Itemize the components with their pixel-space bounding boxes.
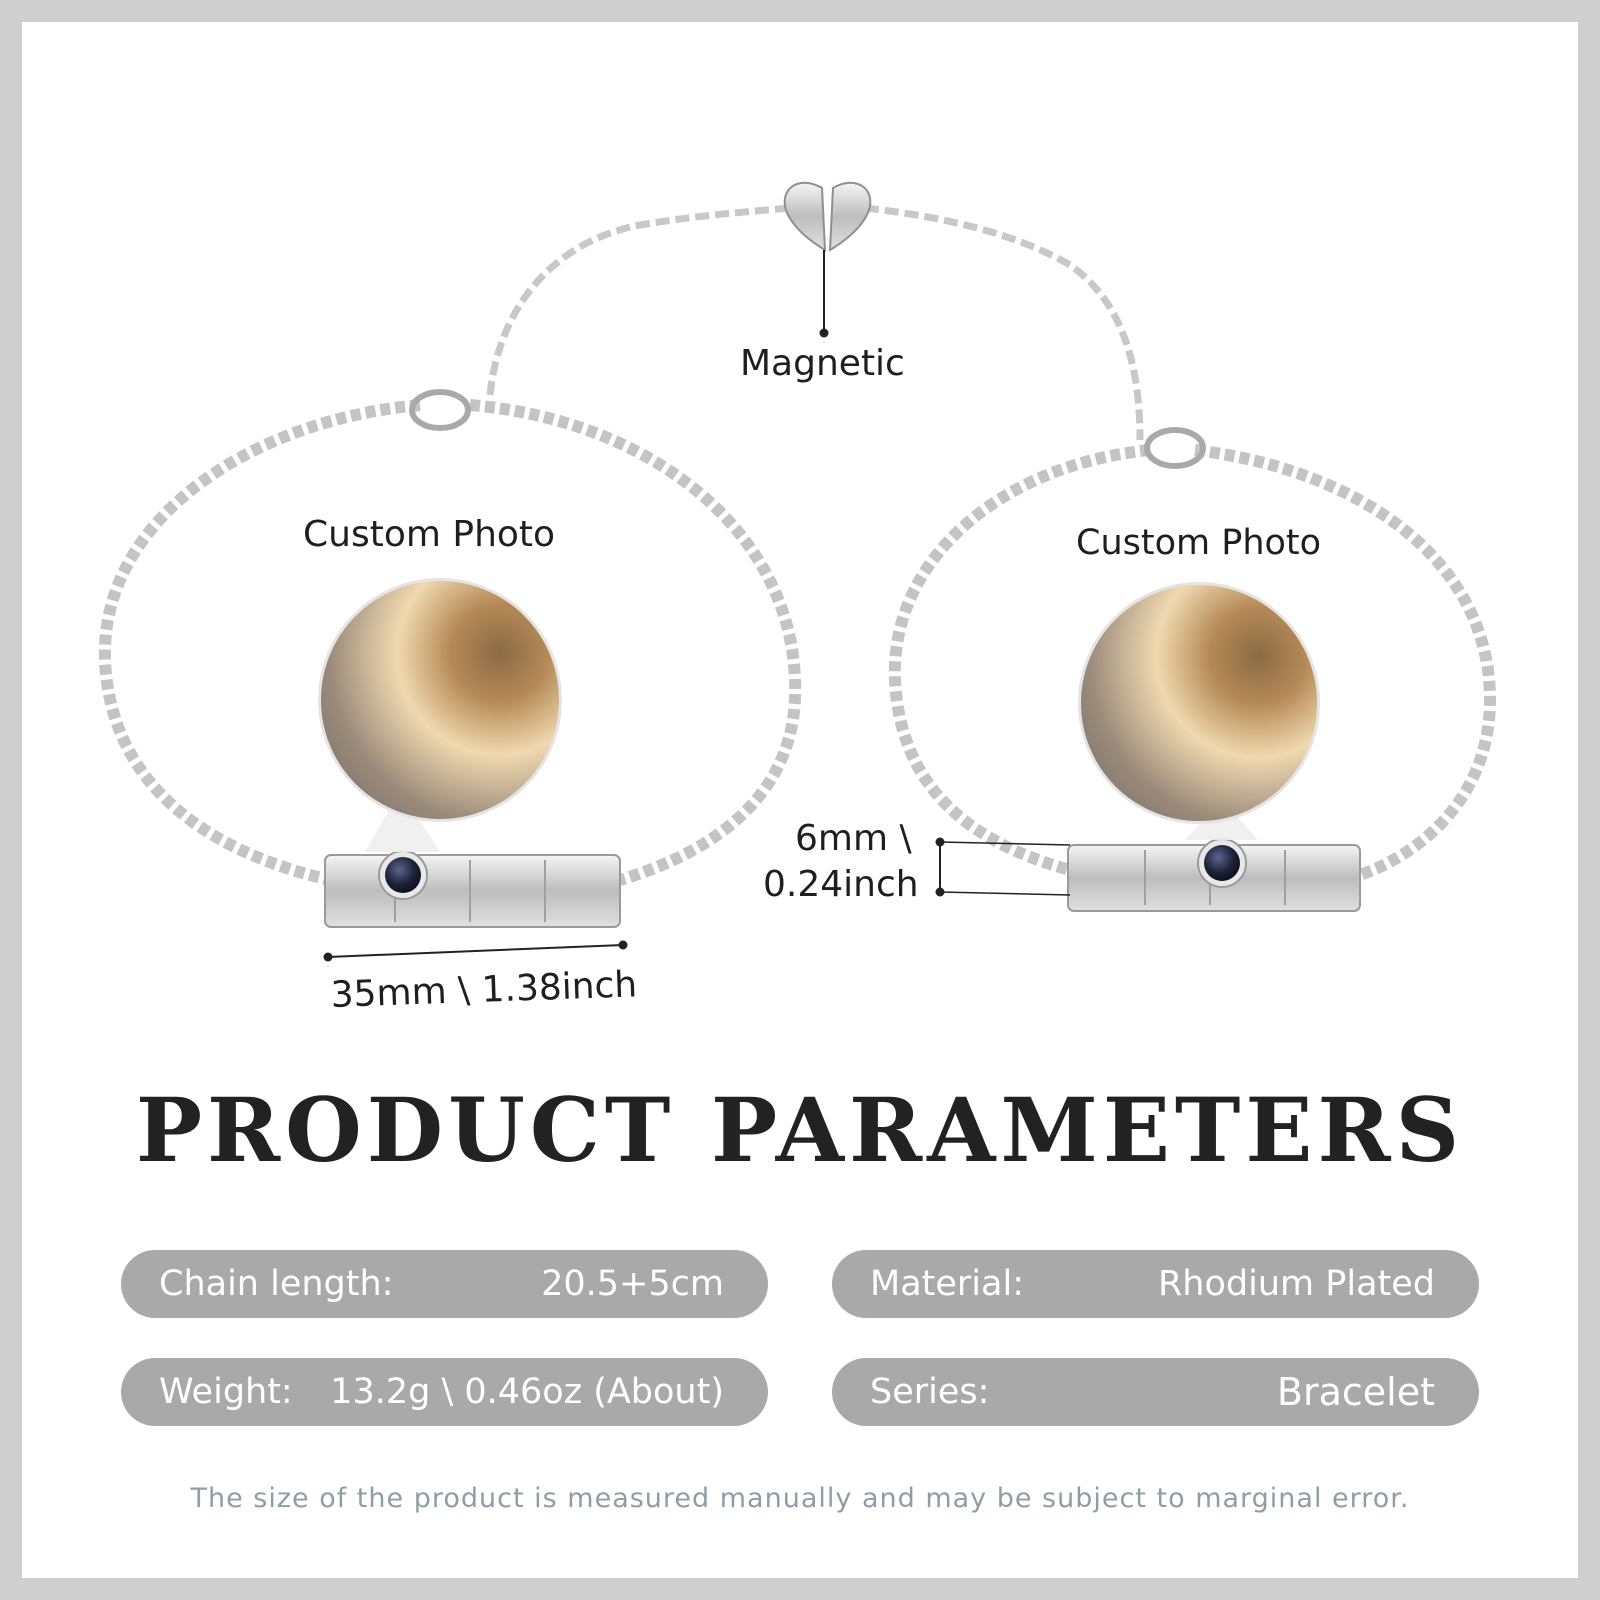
height-dimension-label-1: 6mm \	[795, 818, 912, 859]
bracelet-illustration	[98, 181, 1497, 962]
right-bar-pendant	[1067, 800, 1361, 912]
param-key: Material:	[870, 1264, 1024, 1304]
param-weight: Weight: 13.2g \ 0.46oz (About)	[121, 1358, 768, 1426]
custom-photo-label-left: Custom Photo	[303, 514, 556, 555]
param-chain-length: Chain length: 20.5+5cm	[121, 1250, 768, 1318]
param-value: Rhodium Plated	[1157, 1264, 1435, 1304]
custom-photo-left	[318, 578, 562, 822]
param-key: Weight:	[159, 1372, 293, 1412]
product-card	[22, 22, 1578, 1578]
footnote: The size of the product is measured manu…	[190, 1483, 1410, 1514]
left-bracelet-chain	[98, 389, 802, 886]
magnetic-chain	[486, 204, 1144, 441]
param-value: 13.2g \ 0.46oz (About)	[330, 1372, 724, 1412]
height-dimension-line	[935, 837, 1071, 897]
custom-photo-label-right: Custom Photo	[1076, 523, 1322, 563]
page-title: PRODUCT PARAMETERS	[135, 1078, 1465, 1182]
param-value: 20.5+5cm	[541, 1264, 724, 1304]
param-series: Series: Bracelet	[832, 1358, 1479, 1426]
right-bracelet-chain	[888, 427, 1497, 881]
custom-photo-right	[1078, 582, 1320, 824]
param-material: Material: Rhodium Plated	[832, 1250, 1479, 1318]
magnetic-label: Magnetic	[740, 343, 905, 384]
param-key: Chain length:	[159, 1264, 394, 1304]
left-bar-pendant	[324, 790, 621, 928]
width-dimension-line	[323, 940, 628, 962]
heart-clasp-icon	[783, 181, 872, 338]
height-dimension-label-2: 0.24inch	[763, 864, 919, 905]
param-value: Bracelet	[1276, 1370, 1435, 1414]
param-key: Series:	[870, 1372, 990, 1412]
